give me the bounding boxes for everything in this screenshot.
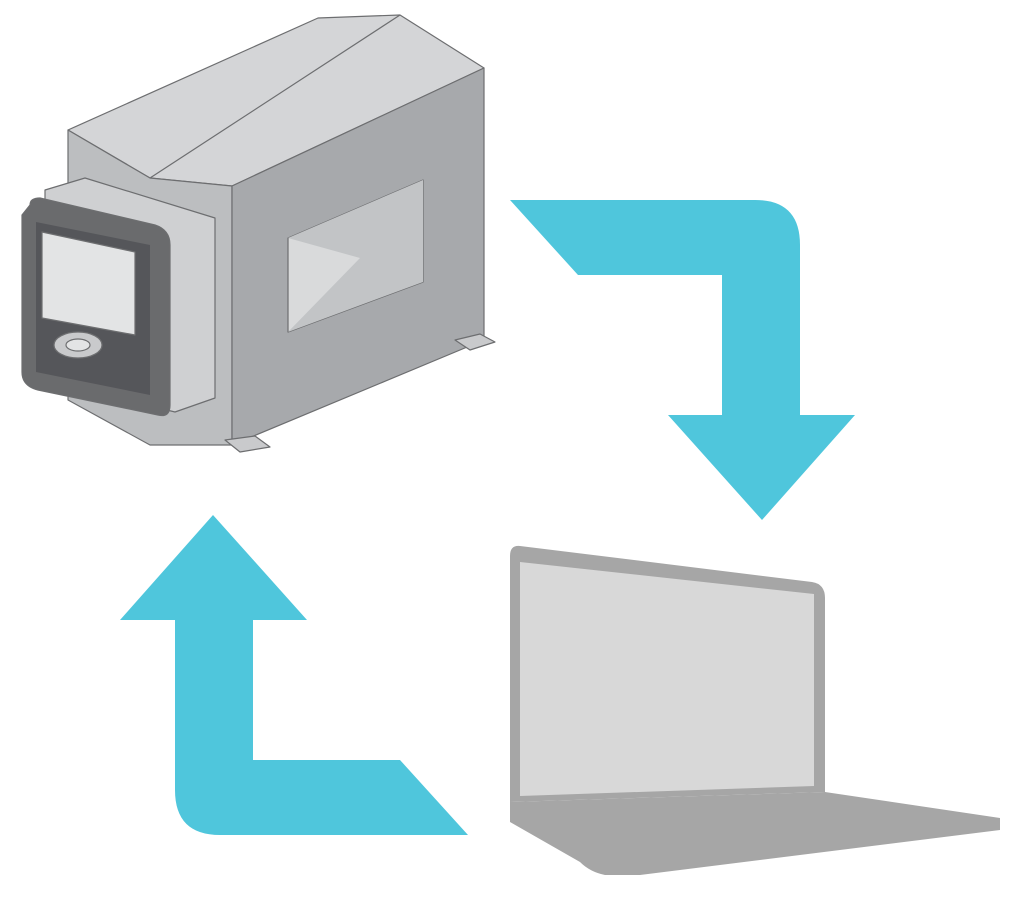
laptop-base xyxy=(510,792,1000,875)
metal-detector-icon xyxy=(21,14,496,453)
arrow-down-icon xyxy=(510,200,855,520)
arrow-up-icon xyxy=(120,515,468,835)
detector-foot xyxy=(454,333,496,351)
laptop-icon xyxy=(510,545,1000,875)
control-panel-screen xyxy=(41,231,136,336)
laptop-screen xyxy=(520,562,814,796)
detector-foot xyxy=(224,435,271,453)
